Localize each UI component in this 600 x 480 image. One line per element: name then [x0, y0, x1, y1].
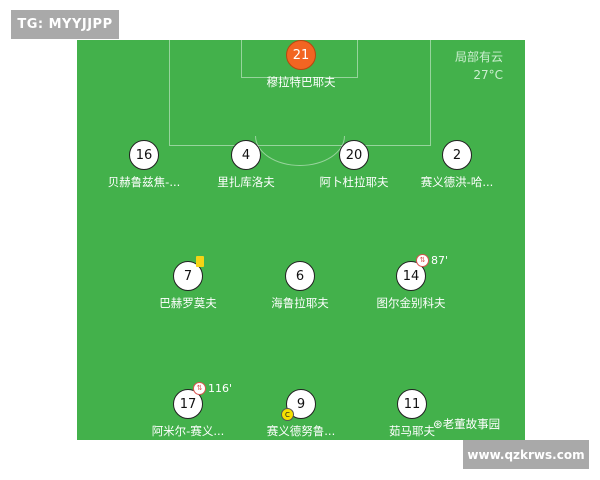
- substitution-minute: 87': [431, 254, 449, 267]
- weather-temp: 27°C: [473, 68, 503, 82]
- captain-icon: C: [281, 408, 294, 421]
- weather-info: 局部有云 27°C: [455, 48, 503, 84]
- player-number: 2: [442, 140, 472, 170]
- player-f1[interactable]: 17 ⇅ 116' 阿米尔-赛义...: [133, 382, 243, 439]
- player-number: 21: [286, 40, 316, 70]
- player-d2[interactable]: 4 里扎库洛夫: [191, 140, 301, 190]
- goal-box: [241, 40, 358, 78]
- substitution-icon: ⇅: [416, 254, 429, 267]
- weather-condition: 局部有云: [454, 50, 503, 64]
- watermark-icon: ⊛: [433, 417, 443, 431]
- player-number: 7: [173, 256, 204, 291]
- football-pitch: 局部有云 27°C 21 穆拉特巴耶夫 16 贝赫鲁兹焦-... 4 里扎库洛夫…: [77, 40, 525, 440]
- player-name: 贝赫鲁兹焦-...: [107, 175, 181, 189]
- player-number: 16: [129, 140, 159, 170]
- substitution-minute: 116': [208, 382, 233, 395]
- player-m2[interactable]: 6 海鲁拉耶夫: [245, 261, 355, 311]
- player-name: 赛义德努鲁...: [266, 424, 336, 438]
- substitution-indicator: ⇅ 87': [416, 254, 448, 267]
- player-f2[interactable]: 9 C 赛义德努鲁...: [246, 389, 356, 439]
- player-number: 20: [339, 140, 369, 170]
- player-number: 6: [285, 261, 315, 291]
- player-name: 穆拉特巴耶夫: [266, 75, 336, 89]
- player-f3[interactable]: 11 茹马耶夫: [357, 389, 467, 439]
- player-name: 巴赫罗莫夫: [159, 296, 217, 310]
- url-badge: www.qzkrws.com: [463, 440, 589, 469]
- player-m3[interactable]: 14 ⇅ 87' 图尔金别科夫: [356, 254, 466, 311]
- player-d3[interactable]: 20 阿卜杜拉耶夫: [299, 140, 409, 190]
- player-number: 14 ⇅ 87': [396, 254, 448, 291]
- tg-badge: TG: MYYJJPP: [11, 10, 119, 39]
- player-number: 11: [397, 389, 427, 419]
- player-gk[interactable]: 21 穆拉特巴耶夫: [246, 40, 356, 90]
- player-number: 4: [231, 140, 261, 170]
- player-number: 17 ⇅ 116': [173, 382, 232, 419]
- player-name: 赛义德洪-哈...: [420, 175, 494, 189]
- player-number: 9 C: [281, 389, 316, 421]
- watermark: ⊛老董故事园: [433, 417, 501, 431]
- player-m1[interactable]: 7 巴赫罗莫夫: [133, 256, 243, 311]
- player-name: 里扎库洛夫: [217, 175, 275, 189]
- player-name: 阿卜杜拉耶夫: [319, 175, 389, 189]
- yellow-card-icon: [196, 256, 204, 267]
- substitution-indicator: ⇅ 116': [193, 382, 232, 395]
- player-name: 茹马耶夫: [389, 424, 435, 438]
- player-name: 海鲁拉耶夫: [271, 296, 329, 310]
- player-d4[interactable]: 2 赛义德洪-哈...: [402, 140, 512, 190]
- player-d1[interactable]: 16 贝赫鲁兹焦-...: [89, 140, 199, 190]
- player-name: 阿米尔-赛义...: [151, 424, 225, 438]
- player-name: 图尔金别科夫: [376, 296, 446, 310]
- substitution-icon: ⇅: [193, 382, 206, 395]
